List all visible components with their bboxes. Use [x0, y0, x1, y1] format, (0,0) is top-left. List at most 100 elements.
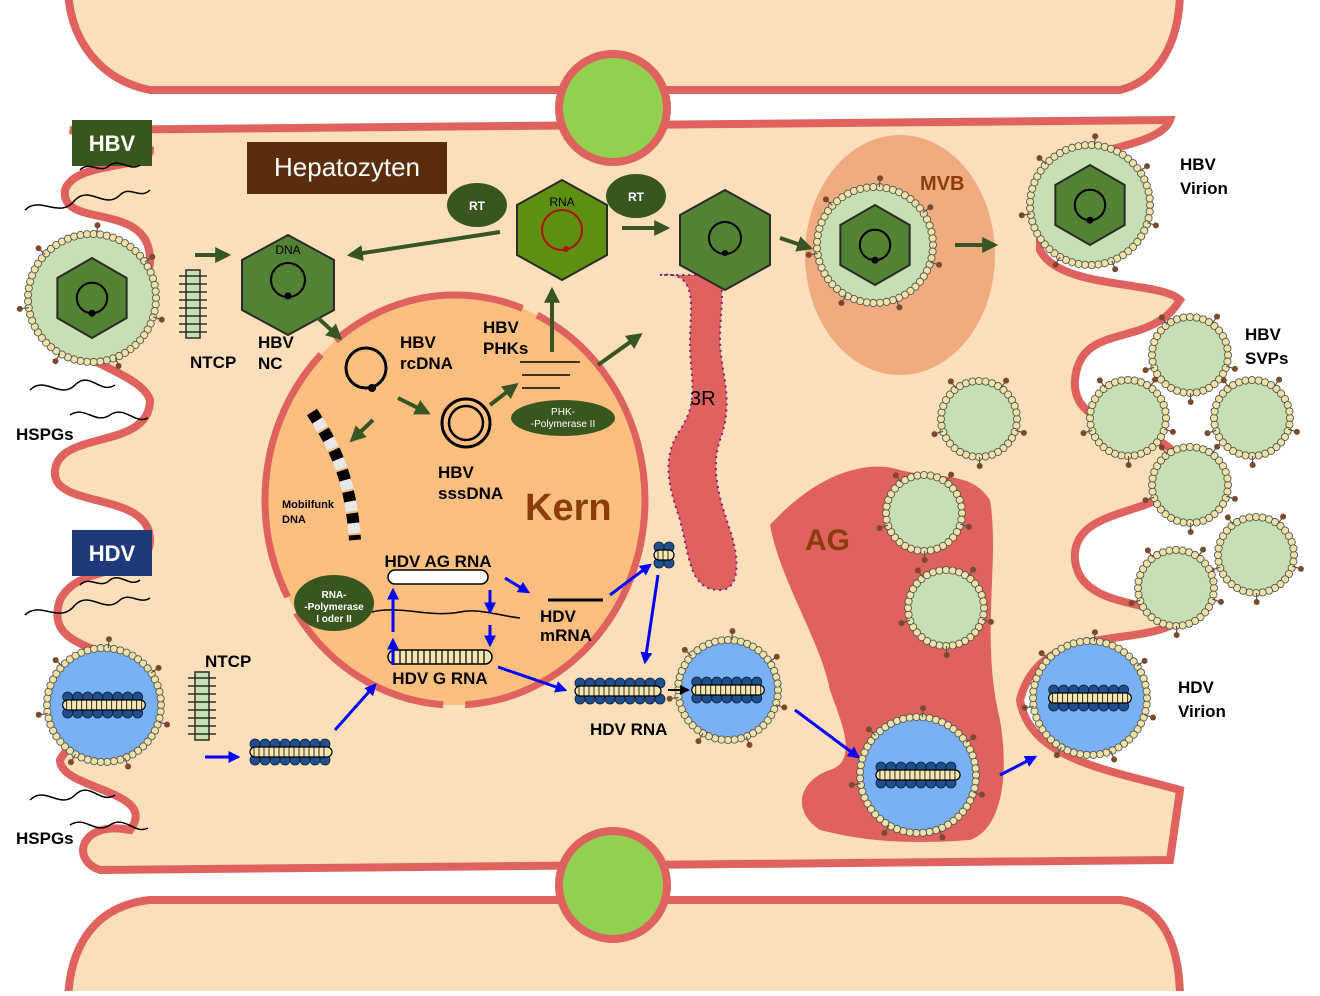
- envelope-bead: [1210, 578, 1217, 585]
- envelope-bead: [110, 645, 117, 652]
- envelope-bead: [972, 778, 979, 785]
- envelope-bead: [969, 378, 976, 385]
- surface-protein: [1254, 599, 1260, 605]
- envelope-bead: [1179, 622, 1186, 629]
- envelope-bead: [882, 509, 889, 516]
- envelope-bead: [1290, 551, 1297, 558]
- envelope-bead: [1186, 443, 1193, 450]
- surface-protein: [1159, 314, 1165, 320]
- envelope-bead: [857, 762, 864, 769]
- envelope-bead: [1101, 260, 1108, 267]
- surface-protein: [1225, 514, 1231, 520]
- hdv-g-rna-label: HDV G RNA: [392, 669, 487, 688]
- envelope-bead: [870, 299, 877, 306]
- envelope-bead: [103, 357, 110, 364]
- surface-protein: [977, 463, 983, 469]
- surface-protein: [1200, 547, 1206, 553]
- envelope-bead: [1166, 547, 1173, 554]
- envelope-bead: [1252, 513, 1259, 520]
- envelope-bead: [152, 301, 159, 308]
- envelope-bead: [1031, 708, 1038, 715]
- envelope-bead: [913, 829, 920, 836]
- surface-protein: [1021, 430, 1027, 436]
- surface-protein: [936, 262, 942, 268]
- surface-protein: [164, 722, 170, 728]
- surface-protein: [52, 358, 58, 364]
- surface-protein: [1221, 377, 1227, 383]
- envelope-bead: [1070, 640, 1077, 647]
- hdv-g-rna-bar: [388, 650, 492, 664]
- envelope-bead: [863, 299, 870, 306]
- hspgs-top-label: HSPGs: [16, 425, 74, 444]
- kern-label: Kern: [525, 487, 612, 529]
- hdv-ag-rna-bar: [388, 570, 488, 584]
- envelope-bead: [857, 781, 864, 788]
- envelope-bead: [77, 231, 84, 238]
- envelope-bead: [1143, 701, 1150, 708]
- surface-protein: [939, 834, 945, 840]
- surface-protein: [1170, 429, 1176, 435]
- surface-protein: [979, 792, 985, 798]
- surface-protein: [1052, 262, 1058, 268]
- surface-protein: [899, 620, 905, 626]
- surface-protein: [1022, 705, 1028, 711]
- surface-protein: [667, 696, 673, 702]
- envelope-bead: [1095, 142, 1102, 149]
- surface-protein: [695, 738, 701, 744]
- envelope-bead: [958, 509, 965, 516]
- envelope-bead: [856, 775, 863, 782]
- envelope-bead: [1193, 519, 1200, 526]
- envelope-bead: [1083, 637, 1090, 644]
- envelope-bead: [904, 604, 911, 611]
- surface-protein: [1054, 752, 1060, 758]
- surface-protein: [1188, 529, 1194, 535]
- envelope-bead: [91, 758, 98, 765]
- surface-protein: [1111, 756, 1117, 762]
- envelope-bead: [104, 758, 111, 765]
- surface-protein: [1097, 377, 1103, 383]
- surface-protein: [159, 317, 165, 323]
- surface-protein: [866, 726, 872, 732]
- surface-protein: [1143, 367, 1149, 373]
- envelope-bead: [900, 715, 907, 722]
- envelope-bead: [718, 736, 725, 743]
- surface-protein: [1126, 462, 1132, 468]
- envelope-bead: [1214, 551, 1221, 558]
- envelope-bead: [1246, 514, 1253, 521]
- surface-protein: [1218, 599, 1224, 605]
- envelope-bead: [737, 735, 744, 742]
- envelope-bead: [45, 715, 52, 722]
- rt-bubble-2: RT: [606, 174, 666, 218]
- surface-protein: [1036, 155, 1042, 161]
- envelope-bead: [1143, 688, 1150, 695]
- envelope-bead: [43, 701, 50, 708]
- envelope-bead: [83, 358, 90, 365]
- surface-protein: [915, 567, 921, 573]
- envelope-bead: [83, 231, 90, 238]
- envelope-bead: [1180, 444, 1187, 451]
- surface-protein: [1081, 430, 1087, 436]
- envelope-bead: [156, 688, 163, 695]
- envelope-bead: [814, 251, 821, 258]
- envelope-bead: [1077, 638, 1084, 645]
- hdv-virion-released-rnp: [1049, 685, 1132, 711]
- surface-protein: [149, 254, 155, 260]
- envelope-bead: [883, 516, 890, 523]
- surface-protein: [1232, 366, 1238, 372]
- envelope-bead: [937, 415, 944, 422]
- envelope-bead: [1210, 584, 1217, 591]
- svp-released-5: [1209, 513, 1304, 605]
- surface-protein: [881, 830, 887, 836]
- envelope-bead: [857, 185, 864, 192]
- rt-bubble-2-label: RT: [628, 190, 645, 204]
- envelope-bead: [1081, 261, 1088, 268]
- surface-protein: [1250, 462, 1256, 468]
- surface-protein: [68, 759, 74, 765]
- envelope-bead: [152, 294, 159, 301]
- envelope-bead: [1210, 414, 1217, 421]
- envelope-bead: [1286, 408, 1293, 415]
- surface-protein: [774, 654, 780, 660]
- surface-protein: [747, 742, 753, 748]
- envelope-bead: [971, 758, 978, 765]
- envelope-bead: [919, 829, 926, 836]
